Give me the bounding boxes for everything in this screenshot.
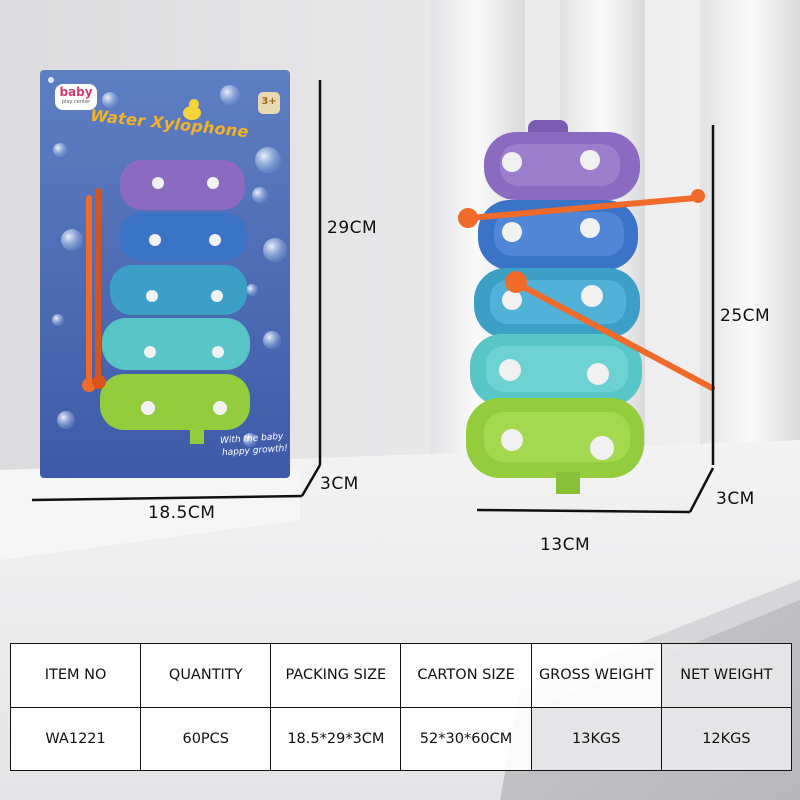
header-gross-weight: GROSS WEIGHT [530, 643, 662, 708]
package-width-label: 18.5CM [148, 503, 216, 523]
spec-table: ITEM NO QUANTITY PACKING SIZE CARTON SIZ… [9, 643, 793, 771]
brand-name: baby [59, 85, 93, 99]
brand-logo [55, 84, 97, 110]
table-row: WA1221 60PCS 18.5*29*3CM 52*30*60CM 13KG… [9, 706, 793, 771]
toy-height-label: 25CM [720, 306, 771, 326]
package-depth-label: 3CM [320, 474, 359, 494]
cell-net-weight: 12KGS [660, 706, 793, 771]
toy-width-label: 13CM [540, 535, 591, 555]
header-net-weight: NET WEIGHT [660, 643, 793, 708]
cell-item-no: WA1221 [9, 706, 142, 771]
table-header-row: ITEM NO QUANTITY PACKING SIZE CARTON SIZ… [9, 643, 793, 708]
brand-tagline: play center [61, 99, 91, 105]
header-carton-size: CARTON SIZE [400, 643, 532, 708]
header-packing-size: PACKING SIZE [270, 643, 402, 708]
cell-carton-size: 52*30*60CM [400, 706, 532, 771]
cell-packing-size: 18.5*29*3CM [270, 706, 402, 771]
header-quantity: QUANTITY [140, 643, 272, 708]
cell-gross-weight: 13KGS [530, 706, 662, 771]
cell-quantity: 60PCS [140, 706, 272, 771]
age-badge: 3+ [261, 96, 277, 107]
header-item-no: ITEM NO [9, 643, 142, 708]
package-height-label: 29CM [327, 218, 378, 238]
toy-depth-label: 3CM [716, 489, 755, 509]
